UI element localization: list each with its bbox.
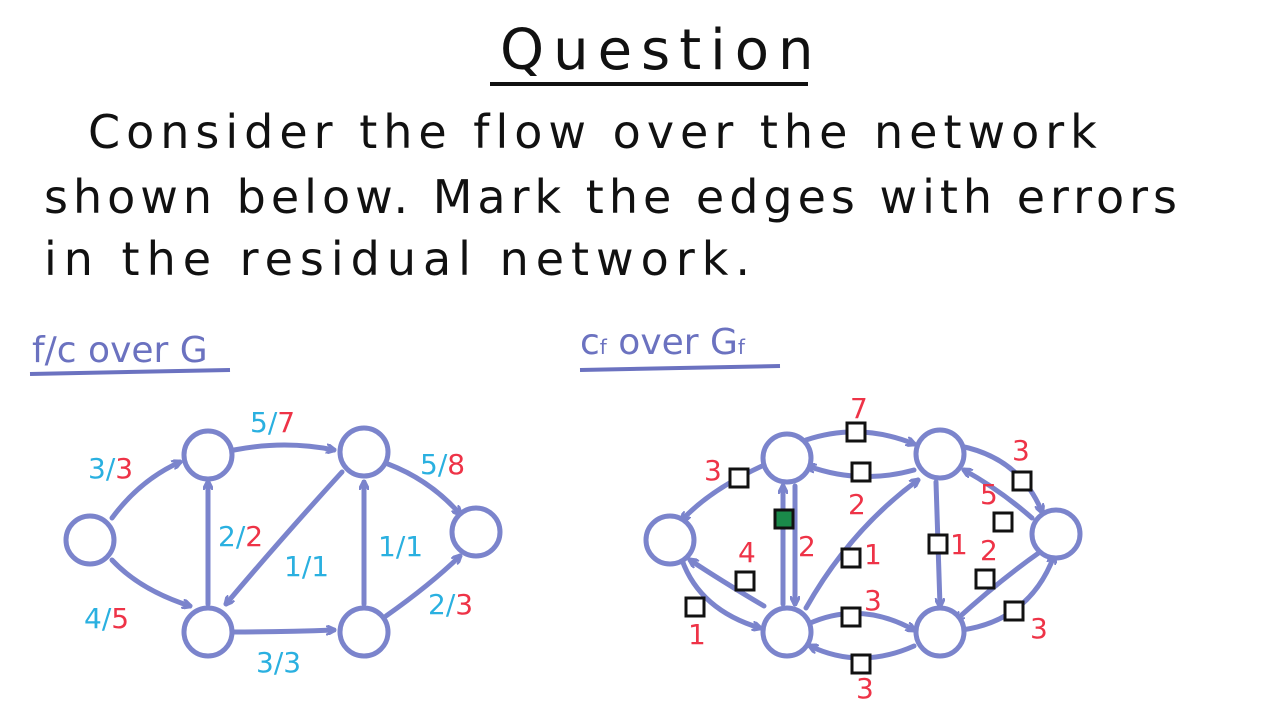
edge-b-d bbox=[231, 630, 337, 632]
page-title: Question bbox=[500, 18, 823, 83]
rlabel-t-d: 2 bbox=[980, 534, 998, 567]
rlabel-d-t: 3 bbox=[1030, 612, 1048, 645]
node-d bbox=[337, 605, 391, 659]
edge-s-a bbox=[109, 462, 180, 521]
checkbox-d-b[interactable] bbox=[850, 653, 872, 675]
right-graph: 7 2 3 2 4 1 1 3 1 3 5 2 3 3 bbox=[643, 392, 1083, 705]
label-c-b: 1/1 bbox=[284, 550, 329, 583]
checkbox-b-d[interactable] bbox=[840, 606, 862, 628]
label-d-t: 2/3 bbox=[428, 588, 473, 621]
question-line-2: shown below. Mark the edges with errors bbox=[44, 170, 1183, 224]
checkbox-t-c[interactable] bbox=[992, 511, 1014, 533]
redge-b-c bbox=[803, 480, 918, 611]
label-a-c: 5/7 bbox=[250, 406, 295, 439]
label-b-d: 3/3 bbox=[256, 646, 301, 679]
node-b bbox=[181, 605, 235, 659]
checkbox-a-s[interactable] bbox=[728, 467, 750, 489]
label-s-b: 4/5 bbox=[84, 602, 129, 635]
checkbox-c-a[interactable] bbox=[850, 461, 872, 483]
label-s-a: 3/3 bbox=[88, 452, 133, 485]
checkbox-b-c[interactable] bbox=[840, 547, 862, 569]
left-graph: 3/3 4/5 5/7 2/2 1/1 3/3 1/1 5/8 2/3 bbox=[63, 406, 503, 679]
redge-t-c bbox=[964, 470, 1035, 521]
question-line-1: Consider the flow over the network bbox=[88, 105, 1103, 159]
question-line-3: in the residual network. bbox=[44, 232, 757, 286]
checkbox-c-t[interactable] bbox=[1011, 470, 1033, 492]
redge-c-t bbox=[957, 443, 1042, 512]
redge-s-b bbox=[679, 557, 760, 628]
rnode-s bbox=[643, 513, 697, 567]
rlabel-d-b: 3 bbox=[856, 672, 874, 705]
rlabel-a-b: 2 bbox=[798, 530, 816, 563]
rlabel-c-a: 2 bbox=[848, 488, 866, 521]
rnode-b bbox=[760, 605, 814, 659]
rlabel-c-d: 1 bbox=[950, 528, 968, 561]
rnode-t bbox=[1029, 507, 1083, 561]
rlabel-a-s: 3 bbox=[704, 454, 722, 487]
rlabel-b-s: 4 bbox=[738, 536, 756, 569]
left-graph-label: f/c over G bbox=[32, 330, 208, 371]
checkbox-t-d[interactable] bbox=[974, 568, 996, 590]
checkbox-b-s[interactable] bbox=[734, 570, 756, 592]
edge-s-b bbox=[109, 557, 190, 606]
gf-sub: f bbox=[737, 335, 745, 359]
checkbox-b-a-marked[interactable] bbox=[773, 508, 795, 530]
redge-a-s bbox=[682, 463, 765, 520]
edge-d-t bbox=[383, 556, 460, 619]
label-c-t: 5/8 bbox=[420, 448, 465, 481]
redge-b-s bbox=[690, 560, 767, 609]
rlabel-a-c: 7 bbox=[850, 392, 868, 425]
rlabel-c-t: 3 bbox=[1012, 434, 1030, 467]
rnode-a bbox=[760, 431, 814, 485]
node-s bbox=[63, 513, 117, 567]
node-a bbox=[181, 428, 235, 482]
checkbox-c-d[interactable] bbox=[927, 533, 949, 555]
edge-c-t bbox=[385, 461, 460, 514]
rlabel-b-c: 1 bbox=[864, 538, 882, 571]
right-label-underline bbox=[579, 364, 781, 372]
node-c bbox=[337, 425, 391, 479]
left-label-underline bbox=[29, 368, 231, 376]
checkbox-a-c[interactable] bbox=[845, 421, 867, 443]
right-graph-label: cf over Gf bbox=[580, 322, 745, 363]
rlabel-s-b: 1 bbox=[688, 618, 706, 651]
rlabel-b-d: 3 bbox=[864, 584, 882, 617]
rnode-c bbox=[913, 427, 967, 481]
rlabel-t-c: 5 bbox=[980, 478, 998, 511]
node-t bbox=[449, 505, 503, 559]
redge-t-d bbox=[956, 549, 1043, 620]
label-b-a: 2/2 bbox=[218, 520, 263, 553]
edge-c-b bbox=[226, 469, 345, 604]
over-g-text: over G bbox=[606, 322, 738, 363]
checkbox-d-t[interactable] bbox=[1003, 600, 1025, 622]
checkbox-s-b[interactable] bbox=[684, 596, 706, 618]
cf-sub: f bbox=[599, 335, 607, 359]
label-d-c: 1/1 bbox=[378, 530, 423, 563]
edge-a-c bbox=[231, 442, 334, 450]
rnode-d bbox=[913, 605, 967, 659]
cf-main: c bbox=[580, 322, 600, 363]
